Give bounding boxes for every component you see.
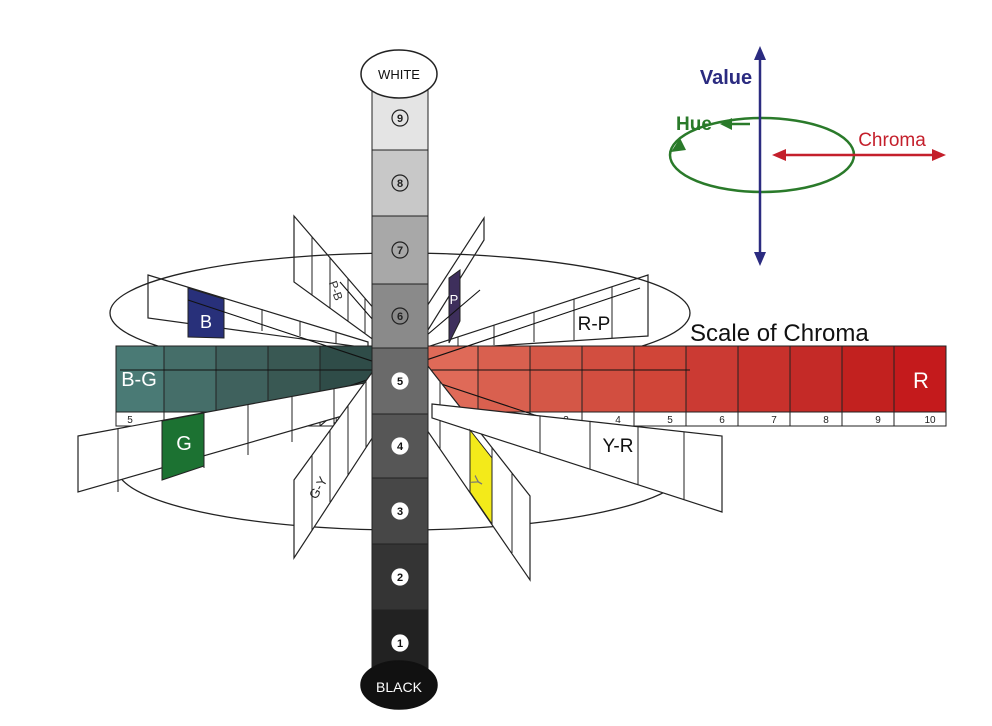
value-axis-label: Value xyxy=(700,67,752,89)
chroma-cell-right xyxy=(685,345,739,413)
chroma-cell-right xyxy=(893,345,947,413)
hue-label-b: B xyxy=(200,312,212,332)
chroma-label-bg: B-G xyxy=(121,369,157,391)
hue-chip-b xyxy=(187,287,225,339)
chroma-scale-bar xyxy=(115,345,947,413)
chroma-cell-right xyxy=(529,345,583,413)
hue-label-p: P xyxy=(450,292,459,307)
value-level-label: 5 xyxy=(397,376,403,388)
hue-chip-y xyxy=(469,428,493,526)
value-level-badge xyxy=(391,372,409,390)
chroma-cell-right xyxy=(633,345,687,413)
hue-label-pb: P-B xyxy=(326,279,346,303)
hue-arrow-head xyxy=(720,118,732,130)
chroma-cell-left xyxy=(163,345,217,413)
chroma-tick-right: 4 xyxy=(615,415,621,426)
black-cap xyxy=(360,660,438,710)
hue-plane-rp-dividers xyxy=(457,287,613,347)
hue-plane-rp xyxy=(429,274,649,351)
chroma-tick-right: 8 xyxy=(823,415,829,426)
value-arrow-up xyxy=(754,46,766,60)
chroma-axis-label: Chroma xyxy=(858,130,926,151)
hue-label-g: G xyxy=(176,433,192,455)
chroma-cell-right xyxy=(581,345,635,413)
value-level-7 xyxy=(371,215,429,285)
chroma-tick-right: 6 xyxy=(719,415,725,426)
value-level-badge xyxy=(391,109,409,127)
chroma-tick-right: 10 xyxy=(924,415,936,426)
value-level-label: 6 xyxy=(397,311,403,323)
chroma-tick-right: 9 xyxy=(875,415,881,426)
chroma-tick-right: 7 xyxy=(771,415,777,426)
value-level-badge xyxy=(391,568,409,586)
hue-plane-yr xyxy=(431,403,723,513)
value-level-6 xyxy=(371,283,429,349)
hue-label-rp: R-P xyxy=(578,314,611,335)
white-label: WHITE xyxy=(378,67,420,82)
value-level-badge xyxy=(391,502,409,520)
hue-chip-g xyxy=(161,412,205,481)
chroma-arrow-right xyxy=(932,149,946,161)
value-level-label: 2 xyxy=(397,572,403,584)
chroma-tick-right: 5 xyxy=(667,415,673,426)
chroma-label-r: R xyxy=(913,368,929,393)
chroma-tick-left: 1 xyxy=(333,415,339,426)
hue-orbit-arrow xyxy=(671,138,686,152)
value-level-label: 4 xyxy=(397,441,404,453)
chroma-cell-right xyxy=(841,345,895,413)
chroma-cell-right xyxy=(789,345,843,413)
value-column: 9 8 7 6 5 4 3 2 1 xyxy=(371,85,429,677)
hue-label-yr: Y-R xyxy=(603,436,634,457)
value-level-label: 8 xyxy=(397,178,403,190)
hue-plane-yr-dividers xyxy=(539,416,685,500)
value-arrow-down xyxy=(754,252,766,266)
white-cap xyxy=(360,49,438,99)
chroma-cell-right xyxy=(737,345,791,413)
chroma-tick-left: 5 xyxy=(127,415,133,426)
hue-plane-gy-dividers xyxy=(311,381,367,530)
value-level-badge xyxy=(391,634,409,652)
chroma-scale-title: Scale of Chroma xyxy=(690,320,869,347)
value-level-badge xyxy=(391,307,409,325)
value-level-label: 1 xyxy=(397,638,403,650)
hue-axis-label: Hue xyxy=(676,114,712,135)
black-label: BLACK xyxy=(376,679,423,695)
value-level-8 xyxy=(371,149,429,217)
chroma-cell-right xyxy=(477,345,531,413)
chroma-cell-left xyxy=(215,345,269,413)
value-level-badge xyxy=(391,241,409,259)
value-level-badge xyxy=(391,174,409,192)
value-level-label: 7 xyxy=(397,245,403,257)
value-level-label: 9 xyxy=(397,113,403,125)
value-level-badge xyxy=(391,437,409,455)
value-level-label: 3 xyxy=(397,506,403,518)
axes-legend: Value Hue Chroma xyxy=(668,46,946,266)
hue-plane-pb-dividers xyxy=(311,237,366,334)
hue-chip-p xyxy=(448,269,461,344)
chroma-arrow-left xyxy=(772,149,786,161)
